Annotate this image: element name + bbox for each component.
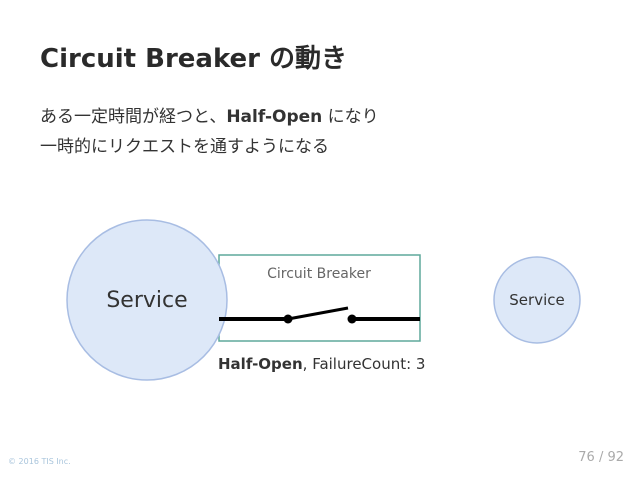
circuit-breaker-box — [218, 254, 421, 342]
switch-contact-right — [347, 314, 357, 324]
switch-contact-left — [283, 314, 293, 324]
right-service-label: Service — [509, 291, 564, 309]
description-state: Half-Open — [226, 107, 323, 127]
slide-title: Circuit Breaker の動き — [40, 44, 348, 74]
breaker-status-caption: Half-Open, FailureCount: 3 — [218, 355, 425, 373]
left-service-label: Service — [106, 288, 187, 313]
circuit-breaker-label: Circuit Breaker — [267, 266, 371, 282]
breaker-state: Half-Open — [218, 355, 303, 373]
copyright: © 2016 TIS Inc. — [8, 457, 71, 466]
description-suffix: になり — [322, 107, 379, 127]
switch-lever — [287, 306, 349, 321]
slide-description: ある一定時間が経つと、Half-Open になり 一時的にリクエストを通すように… — [40, 102, 379, 162]
description-line-1: ある一定時間が経つと、Half-Open になり — [40, 102, 379, 132]
description-line-2: 一時的にリクエストを通すようになる — [40, 137, 329, 157]
page-number: 76 / 92 — [578, 450, 624, 465]
left-service-circle — [66, 219, 228, 381]
failure-count: , FailureCount: 3 — [302, 355, 426, 373]
right-service-circle — [493, 256, 581, 344]
description-prefix: ある一定時間が経つと、 — [40, 107, 227, 127]
